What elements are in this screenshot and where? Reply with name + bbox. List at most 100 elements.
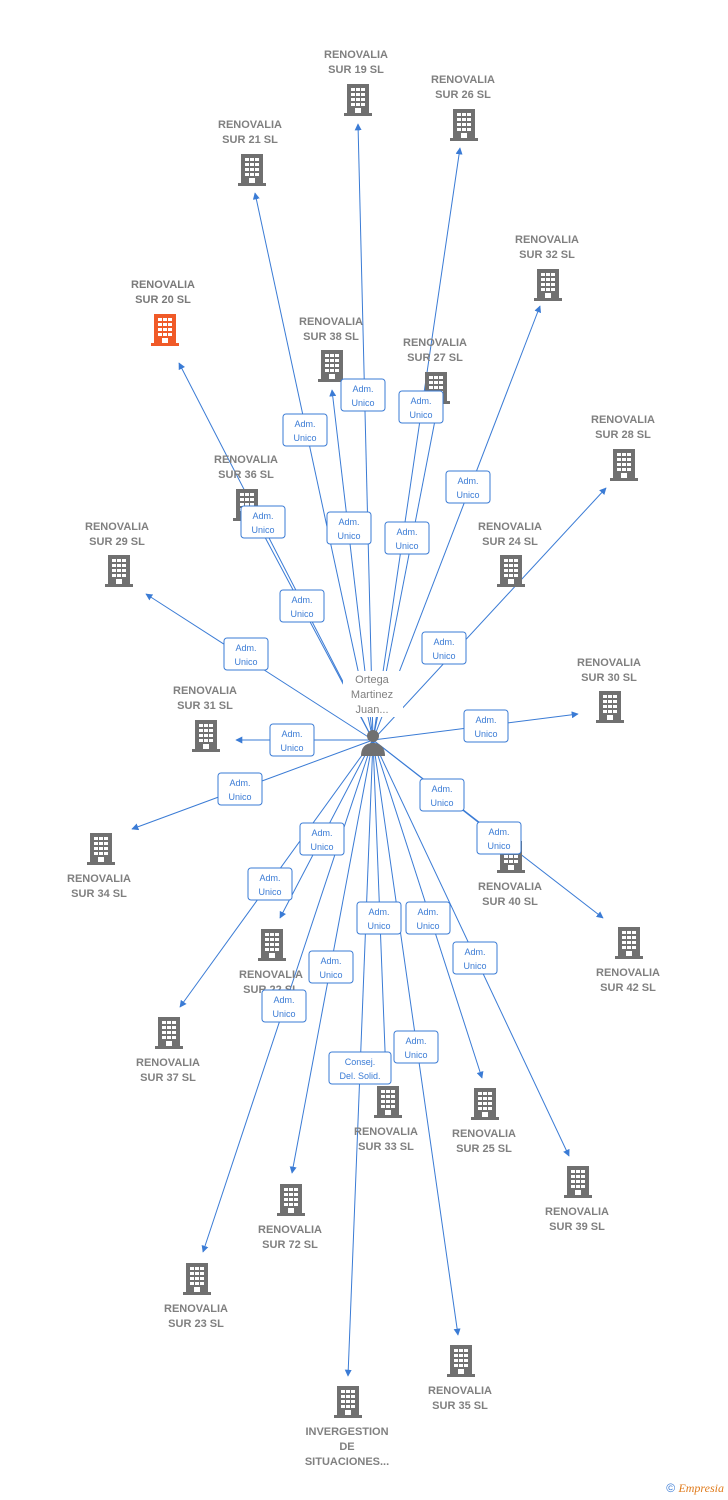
company-label[interactable]: SUR 28 SL — [595, 429, 651, 441]
edge-label-box[interactable] — [356, 901, 402, 935]
edge-label-box[interactable] — [328, 1051, 392, 1085]
edge-label-box[interactable] — [393, 1030, 439, 1064]
company-node-sur38[interactable]: RENOVALIA SUR 38 SL — [299, 316, 363, 382]
edge-label-sur37[interactable]: Adm.Unico — [299, 822, 345, 856]
company-label[interactable]: RENOVALIA — [131, 279, 195, 291]
building-icon[interactable] — [534, 269, 562, 301]
building-icon[interactable] — [258, 929, 286, 961]
company-label[interactable]: RENOVALIA — [136, 1057, 200, 1069]
company-label[interactable]: RENOVALIA — [239, 969, 303, 981]
company-node-sur42[interactable]: RENOVALIA SUR 42 SL — [596, 927, 660, 994]
company-label[interactable]: RENOVALIA — [324, 49, 388, 61]
building-icon[interactable] — [334, 1386, 362, 1418]
edge-label-sur26[interactable]: Adm.Unico — [398, 390, 444, 424]
company-label[interactable]: RENOVALIA — [403, 337, 467, 349]
edge-label-sur29[interactable]: Adm.Unico — [223, 637, 269, 671]
edge-label-invergestion[interactable]: Consej.Del. Solid. — [328, 1051, 392, 1085]
person-label[interactable]: Ortega — [355, 674, 390, 686]
company-label[interactable]: SUR 40 SL — [482, 896, 538, 908]
edge-label-sur19[interactable]: Adm.Unico — [340, 378, 386, 412]
edge-label-box[interactable] — [261, 989, 307, 1023]
company-label[interactable]: SUR 19 SL — [328, 64, 384, 76]
building-icon[interactable] — [183, 1263, 211, 1295]
company-label[interactable]: SUR 38 SL — [303, 331, 359, 343]
edge-label-sur34[interactable]: Adm.Unico — [217, 772, 263, 806]
company-label[interactable]: INVERGESTION — [305, 1426, 388, 1438]
company-label[interactable]: SUR 31 SL — [177, 700, 233, 712]
edge-label-sur35[interactable]: Adm.Unico — [393, 1030, 439, 1064]
company-label[interactable]: RENOVALIA — [545, 1206, 609, 1218]
company-label[interactable]: SUR 21 SL — [222, 134, 278, 146]
company-label[interactable]: SUR 32 SL — [519, 249, 575, 261]
edge-label-sur32[interactable]: Adm.Unico — [445, 470, 491, 504]
edge-label-box[interactable] — [452, 941, 498, 975]
company-label[interactable]: DE — [339, 1441, 354, 1453]
company-label[interactable]: RENOVALIA — [515, 234, 579, 246]
building-icon[interactable] — [192, 720, 220, 752]
company-label[interactable]: SUR 72 SL — [262, 1239, 318, 1251]
edge-label-box[interactable] — [419, 778, 465, 812]
company-label[interactable]: SUR 23 SL — [168, 1318, 224, 1330]
building-icon[interactable] — [374, 1086, 402, 1118]
building-icon[interactable] — [151, 314, 179, 346]
company-label[interactable]: RENOVALIA — [478, 521, 542, 533]
company-label[interactable]: RENOVALIA — [218, 119, 282, 131]
person-label[interactable]: Martinez — [351, 689, 393, 701]
building-icon[interactable] — [471, 1088, 499, 1120]
company-label[interactable]: SUR 26 SL — [435, 89, 491, 101]
building-icon[interactable] — [318, 350, 346, 382]
building-icon[interactable] — [450, 109, 478, 141]
building-icon[interactable] — [596, 691, 624, 723]
building-icon[interactable] — [497, 555, 525, 587]
company-label[interactable]: RENOVALIA — [173, 685, 237, 697]
company-node-sur33[interactable]: RENOVALIA SUR 33 SL — [354, 1086, 418, 1153]
brand-logo[interactable]: Empresia — [678, 1481, 724, 1495]
edge-label-sur20[interactable]: Adm.Unico — [279, 589, 325, 623]
edge-label-box[interactable] — [340, 378, 386, 412]
company-label[interactable]: RENOVALIA — [596, 967, 660, 979]
company-node-sur31[interactable]: RENOVALIA SUR 31 SL — [173, 685, 237, 752]
building-icon[interactable] — [238, 154, 266, 186]
edge-label-sur33[interactable]: Adm.Unico — [356, 901, 402, 935]
edge-label-box[interactable] — [326, 511, 372, 545]
building-icon[interactable] — [344, 84, 372, 116]
company-label[interactable]: SUR 33 SL — [358, 1141, 414, 1153]
building-icon[interactable] — [277, 1184, 305, 1216]
edge-label-sur27[interactable]: Adm.Unico — [384, 521, 430, 555]
edge-label-box[interactable] — [269, 723, 315, 757]
company-label[interactable]: SUR 34 SL — [71, 888, 127, 900]
company-label[interactable]: RENOVALIA — [354, 1126, 418, 1138]
company-label[interactable]: RENOVALIA — [478, 881, 542, 893]
edge-label-sur42[interactable]: Adm.Unico — [419, 778, 465, 812]
company-label[interactable]: RENOVALIA — [67, 873, 131, 885]
edge-label-box[interactable] — [384, 521, 430, 555]
company-node-sur20[interactable]: RENOVALIA SUR 20 SL — [131, 279, 195, 346]
company-label[interactable]: RENOVALIA — [591, 414, 655, 426]
company-node-sur34[interactable]: RENOVALIA SUR 34 SL — [67, 833, 131, 900]
edge-label-box[interactable] — [398, 390, 444, 424]
company-label[interactable]: RENOVALIA — [214, 454, 278, 466]
company-node-sur28[interactable]: RENOVALIA SUR 28 SL — [591, 414, 655, 481]
edge-label-box[interactable] — [282, 413, 328, 447]
building-icon[interactable] — [155, 1017, 183, 1049]
company-label[interactable]: RENOVALIA — [299, 316, 363, 328]
edge-label-sur23[interactable]: Adm.Unico — [261, 989, 307, 1023]
edge-label-sur72[interactable]: Adm.Unico — [308, 950, 354, 984]
company-label[interactable]: RENOVALIA — [85, 521, 149, 533]
company-label[interactable]: SUR 20 SL — [135, 294, 191, 306]
edge-label-sur28[interactable]: Adm.Unico — [421, 631, 467, 665]
edge-label-box[interactable] — [405, 901, 451, 935]
company-node-sur19[interactable]: RENOVALIA SUR 19 SL — [324, 49, 388, 116]
edge-label-box[interactable] — [308, 950, 354, 984]
company-label[interactable]: SUR 42 SL — [600, 982, 656, 994]
edge-label-box[interactable] — [421, 631, 467, 665]
edge-label-sur38[interactable]: Adm.Unico — [326, 511, 372, 545]
